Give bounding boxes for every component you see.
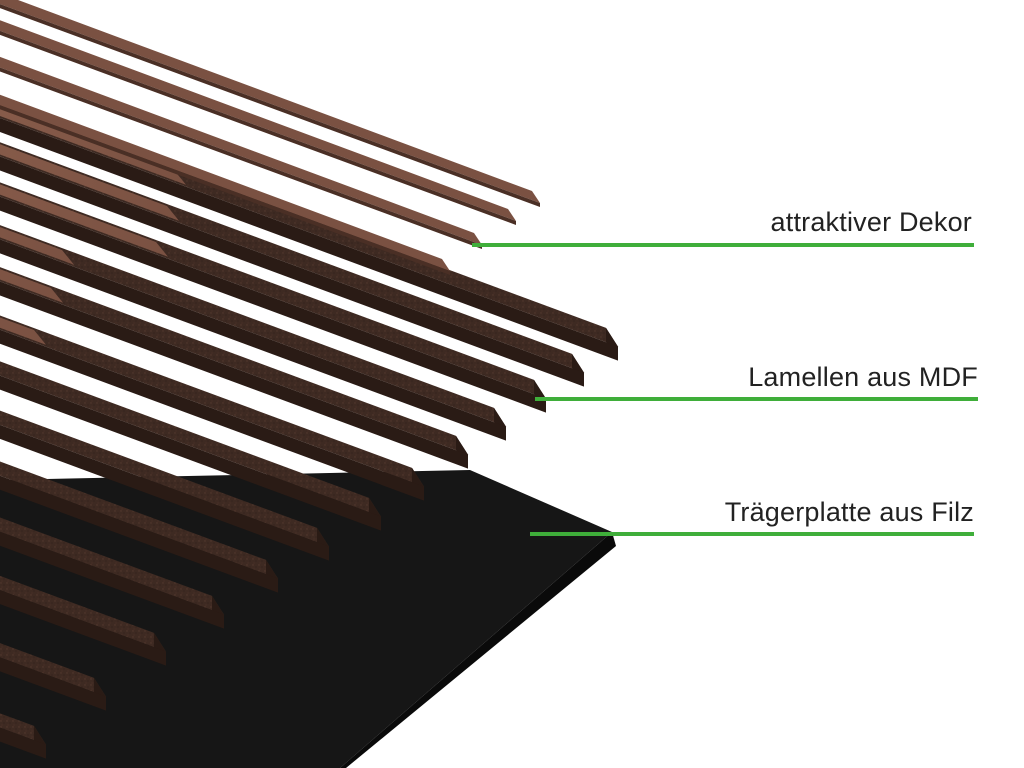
leader-line-decor xyxy=(472,243,974,247)
mdf-slat-top xyxy=(0,643,106,697)
mdf-slats xyxy=(0,103,618,759)
mdf-slat-top xyxy=(0,410,329,547)
mdf-slat-top xyxy=(0,267,468,455)
mdf-slat-top xyxy=(0,315,424,487)
label-decor: attraktiver Dekor xyxy=(770,207,972,237)
mdf-slat-side xyxy=(0,424,329,561)
veneer-on-slat xyxy=(0,227,74,265)
veneer-on-slat xyxy=(0,184,168,257)
loose-veneer-edge xyxy=(0,67,482,249)
mdf-slat-side xyxy=(0,156,584,387)
loose-veneer-strip xyxy=(0,20,516,221)
mdf-slat-side xyxy=(0,475,278,593)
mdf-slat-top xyxy=(0,517,224,615)
loose-veneer-edge xyxy=(0,4,540,207)
veneer-on-slat xyxy=(0,269,63,303)
mdf-slat-side xyxy=(0,329,424,501)
label-felt-backing: Trägerplatte aus Filz xyxy=(724,497,974,527)
mdf-slat-top xyxy=(0,361,381,517)
veneer-on-slat xyxy=(0,317,46,345)
mdf-slat-side xyxy=(0,375,381,531)
mdf-slat-top xyxy=(0,461,278,579)
leader-line-felt-backing xyxy=(530,532,974,536)
mdf-slat-side xyxy=(0,281,468,469)
mdf-slat-top xyxy=(0,225,506,427)
mdf-slat-side xyxy=(0,239,506,441)
loose-veneer-edge xyxy=(0,30,516,225)
label-mdf-slats: Lamellen aus MDF xyxy=(748,362,978,392)
mdf-slat-top xyxy=(0,575,166,652)
mdf-slat-side xyxy=(0,590,166,666)
mdf-slat-side xyxy=(0,531,224,629)
leader-line-mdf-slats xyxy=(535,397,978,401)
loose-veneer-strip xyxy=(0,56,482,245)
loose-veneer-strip xyxy=(0,94,450,271)
decor-veneer-strips xyxy=(0,0,540,275)
mdf-slat-side xyxy=(0,727,46,759)
loose-veneer-strip xyxy=(0,0,540,203)
mdf-slat-side xyxy=(0,117,618,361)
mdf-slat-side xyxy=(0,196,546,413)
mdf-slat-side xyxy=(0,657,106,711)
veneer-on-slat xyxy=(0,144,179,221)
loose-veneer-edge xyxy=(0,105,450,275)
